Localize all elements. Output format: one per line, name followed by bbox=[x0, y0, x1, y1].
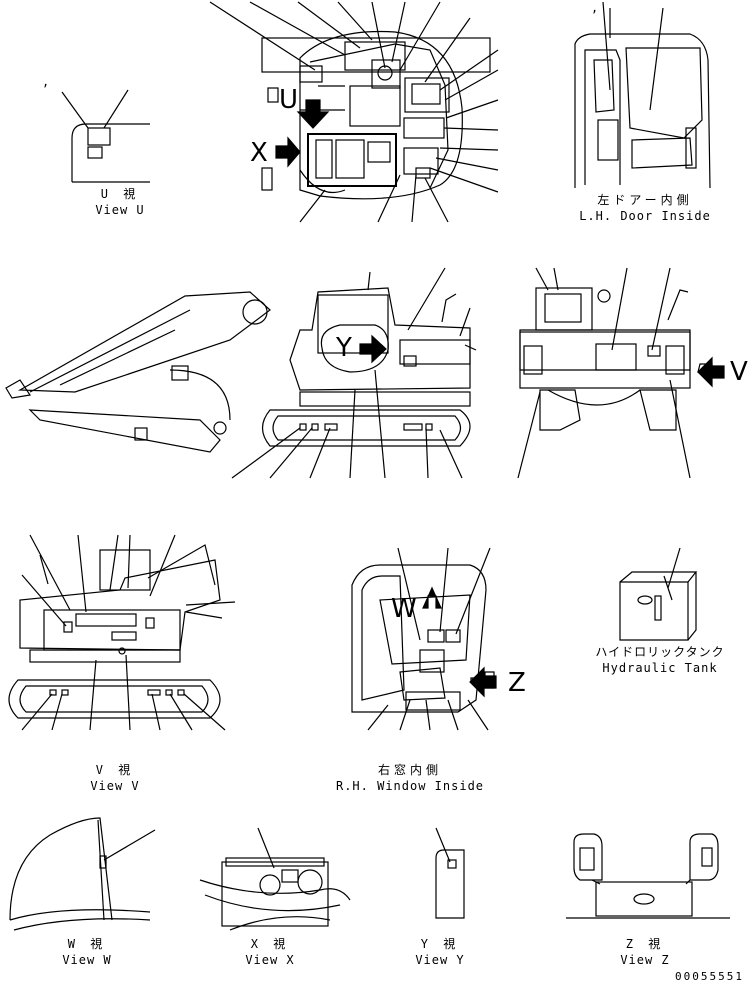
caption-window-en: R.H. Window Inside bbox=[335, 779, 485, 793]
view-marker-u: U bbox=[279, 85, 299, 115]
view-marker-z: Z bbox=[508, 668, 526, 698]
caption-tank: ハイドロリックタンク Hydraulic Tank bbox=[580, 644, 740, 676]
svg-text:,: , bbox=[591, 1, 598, 15]
view-marker-y: Y bbox=[336, 333, 352, 363]
rear-view-excavator bbox=[517, 267, 725, 479]
view-marker-v: V bbox=[730, 357, 748, 387]
caption-view-v: V 視 View V bbox=[65, 762, 165, 794]
caption-view-z-en: View Z bbox=[620, 953, 670, 967]
view-u-detail: , bbox=[42, 75, 150, 183]
caption-door: 左ドアー内側 L.H. Door Inside bbox=[560, 192, 730, 224]
caption-view-z-jp: Z 視 bbox=[625, 937, 665, 951]
view-marker-w: W bbox=[391, 594, 417, 624]
top-view-upper-structure bbox=[209, 1, 499, 223]
caption-door-en: L.H. Door Inside bbox=[579, 209, 711, 223]
rh-window-inside bbox=[351, 547, 497, 731]
caption-view-x-en: View X bbox=[245, 953, 295, 967]
caption-view-u: U 視 View U bbox=[70, 186, 170, 218]
view-marker-x: X bbox=[250, 138, 268, 168]
caption-view-x-jp: X 視 bbox=[250, 937, 290, 951]
lh-door-inside: , bbox=[574, 1, 711, 189]
svg-text:,: , bbox=[42, 75, 49, 89]
caption-view-w-jp: W 視 bbox=[67, 937, 107, 951]
caption-view-y-en: View Y bbox=[415, 953, 465, 967]
side-view-excavator bbox=[5, 267, 477, 479]
caption-tank-en: Hydraulic Tank bbox=[602, 661, 718, 675]
hydraulic-tank bbox=[619, 547, 698, 641]
document-number: 00055551 bbox=[675, 970, 744, 983]
caption-view-w-en: View W bbox=[62, 953, 112, 967]
caption-view-y: Y 視 View Y bbox=[390, 936, 490, 968]
caption-view-z: Z 視 View Z bbox=[595, 936, 695, 968]
caption-view-y-jp: Y 視 bbox=[420, 937, 460, 951]
view-z-detail bbox=[566, 833, 730, 919]
caption-tank-jp: ハイドロリックタンク bbox=[595, 645, 725, 659]
caption-view-w: W 視 View W bbox=[37, 936, 137, 968]
caption-door-jp: 左ドアー内側 bbox=[597, 193, 693, 207]
view-x-detail bbox=[199, 827, 351, 931]
caption-window-jp: 右窓内側 bbox=[377, 763, 442, 777]
caption-view-x: X 視 View X bbox=[220, 936, 320, 968]
view-y-detail bbox=[435, 827, 465, 919]
caption-view-u-en: View U bbox=[95, 203, 145, 217]
caption-view-u-jp: U 視 bbox=[100, 187, 140, 201]
caption-window: 右窓内側 R.H. Window Inside bbox=[320, 762, 500, 794]
view-v-side bbox=[8, 534, 236, 731]
caption-view-v-jp: V 視 bbox=[95, 763, 135, 777]
view-w-detail bbox=[9, 817, 156, 931]
caption-view-v-en: View V bbox=[90, 779, 140, 793]
